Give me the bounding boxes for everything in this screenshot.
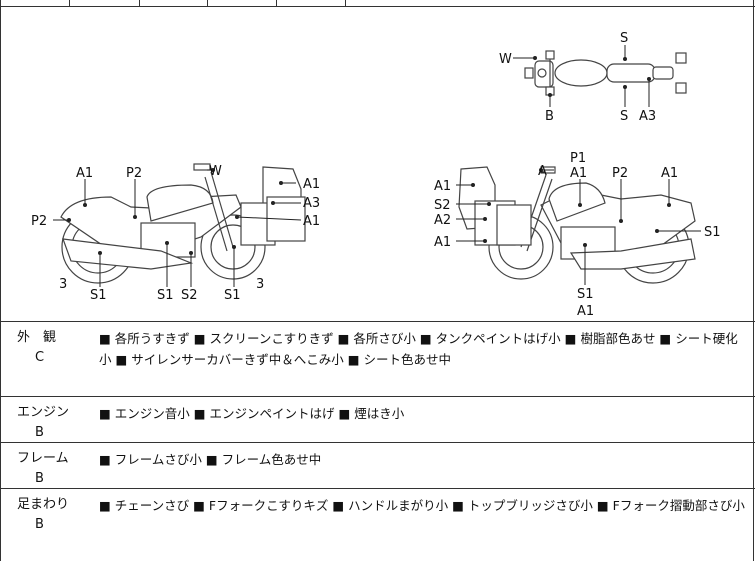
damage-label: A1	[661, 166, 678, 181]
damage-label: A1	[577, 304, 594, 319]
damage-label: W	[209, 164, 222, 179]
damage-label: A1	[303, 214, 320, 229]
damage-label: A1	[76, 166, 93, 181]
condition-row-exterior: 外 観 C ■ 各所うすきず ■ スクリーンこすりきず ■ 各所さび小 ■ タン…	[1, 322, 755, 397]
condition-row-engine: エンジン B ■ エンジン音小 ■ エンジンペイントはげ ■ 煙はき小	[1, 397, 755, 443]
condition-description: ■ フレームさび小 ■ フレーム色あせ中	[99, 452, 322, 467]
category-name: 外 観	[17, 330, 57, 345]
damage-label: S2	[181, 288, 198, 303]
damage-label: A	[538, 164, 547, 179]
damage-label: P2	[612, 166, 628, 181]
damage-label: A1	[303, 177, 320, 192]
category-grade: C	[35, 350, 45, 365]
damage-diagram: W S B S A3 A1 P2 W A1 A3 A1 P2 3 S1 S1 S…	[1, 7, 755, 322]
damage-label: A1	[434, 235, 451, 250]
condition-row-frame: フレーム B ■ フレームさび小 ■ フレーム色あせ中	[1, 443, 755, 489]
condition-description: ■ 各所うすきず ■ スクリーンこすりきず ■ 各所さび小 ■ タンクペイントは…	[99, 331, 738, 367]
header-row-fragment	[1, 0, 755, 7]
damage-label: S1	[157, 288, 174, 303]
damage-label: A3	[639, 109, 656, 124]
category-name: フレーム	[17, 451, 69, 466]
category-name: 足まわり	[17, 497, 70, 512]
damage-label: S1	[577, 287, 594, 302]
left-side-view-drawing	[60, 163, 306, 284]
damage-label: P2	[126, 166, 142, 181]
damage-label: B	[545, 109, 554, 124]
cell-divider	[345, 0, 346, 6]
cell-divider	[276, 0, 277, 6]
damage-label: S1	[90, 288, 107, 303]
cell-divider	[69, 0, 70, 6]
category-grade: B	[35, 471, 44, 486]
damage-label: S	[620, 31, 628, 46]
damage-label: A3	[303, 196, 320, 211]
damage-label: S1	[224, 288, 241, 303]
condition-row-suspension: 足まわり B ■ チェーンさび ■ Fフォークこすりキズ ■ ハンドルまがり小 …	[1, 489, 755, 561]
damage-label: A1	[570, 166, 587, 181]
damage-label: S1	[704, 225, 721, 240]
condition-category: 足まわり B	[17, 495, 77, 535]
damage-label: P1	[570, 151, 586, 166]
top-view-drawing	[524, 50, 687, 96]
damage-label: A1	[434, 179, 451, 194]
damage-point-markers	[67, 56, 671, 255]
damage-label: S2	[434, 198, 451, 213]
condition-category: 外 観 C	[17, 328, 77, 368]
condition-description: ■ チェーンさび ■ Fフォークこすりキズ ■ ハンドルまがり小 ■ トップブリ…	[99, 498, 745, 513]
category-grade: B	[35, 425, 44, 440]
cell-divider	[139, 0, 140, 6]
category-name: エンジン	[17, 405, 70, 420]
condition-description: ■ エンジン音小 ■ エンジンペイントはげ ■ 煙はき小	[99, 406, 405, 421]
leader-lines	[53, 45, 701, 287]
condition-category: フレーム B	[17, 449, 77, 489]
damage-label: A2	[434, 213, 451, 228]
motorcycle-diagram-svg: W S B S A3 A1 P2 W A1 A3 A1 P2 3 S1 S1 S…	[31, 31, 721, 319]
damage-label: W	[499, 52, 512, 67]
damage-label: P2	[31, 214, 47, 229]
condition-category: エンジン B	[17, 403, 77, 443]
damage-label: S	[620, 109, 628, 124]
right-side-view-drawing	[458, 166, 696, 284]
category-grade: B	[35, 517, 44, 532]
cell-divider	[207, 0, 208, 6]
damage-label: 3	[59, 277, 67, 292]
damage-label: 3	[256, 277, 264, 292]
